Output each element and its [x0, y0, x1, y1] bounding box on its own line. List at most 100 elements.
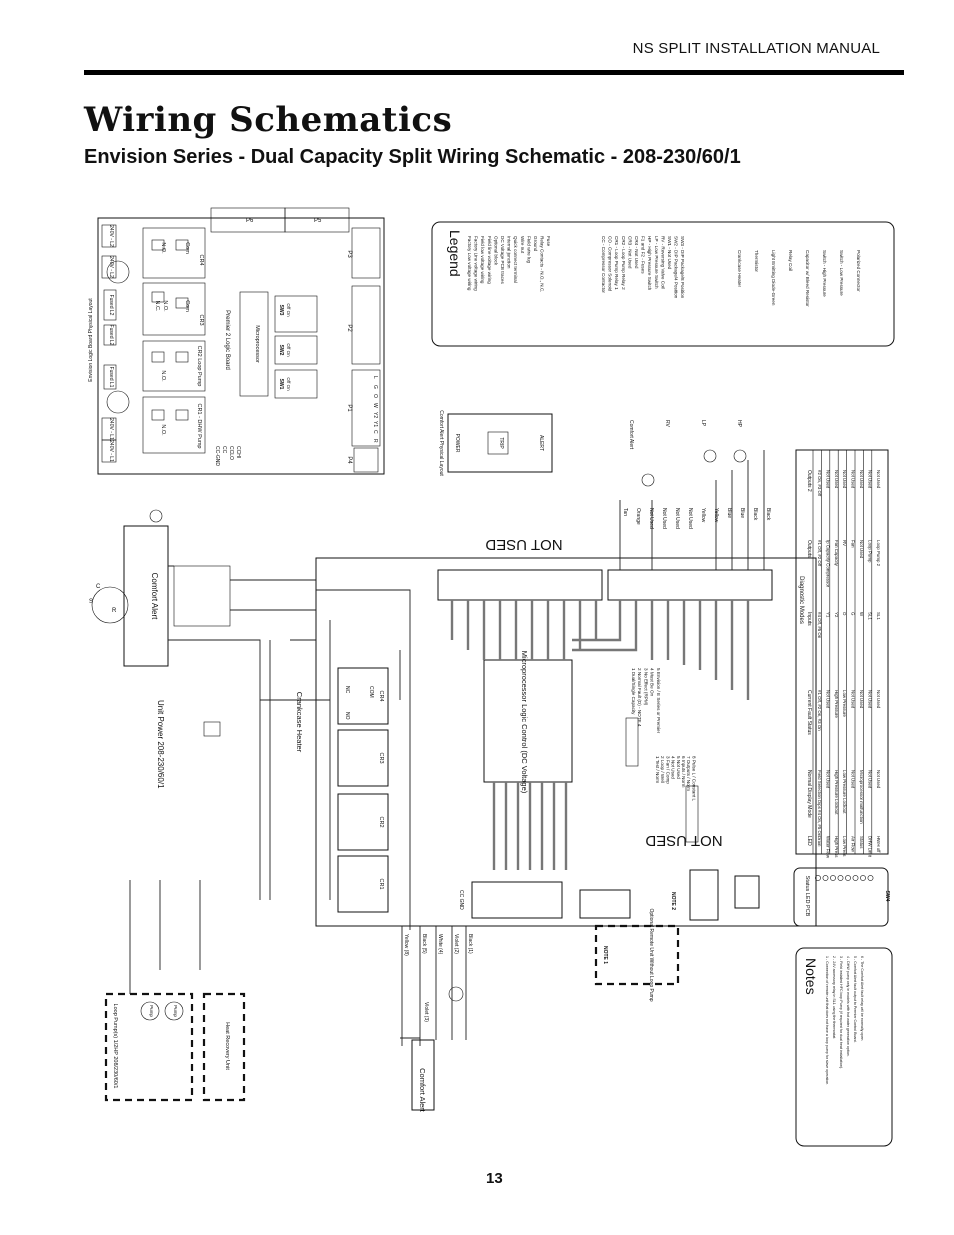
relay-no-label: N.O.	[162, 300, 168, 312]
not-used-label: NOT USED	[645, 832, 722, 849]
comfort-alert-physical-layout: Comfort Alert Physical Layout POWER TRIP…	[438, 410, 553, 476]
dip-switch-sw1	[274, 369, 318, 399]
relay-label: CR4	[378, 690, 384, 701]
optional-remote-label: Optional Remote Unit Without Loop Pump	[648, 908, 654, 1001]
right-wire-label: Blue	[739, 508, 745, 518]
diagnostic-column-header: Outputs 2	[806, 470, 812, 492]
comfort-alert-led-icon	[448, 986, 464, 1002]
relay-block	[142, 340, 206, 392]
diagnostic-cell: Not Used	[859, 540, 864, 559]
compressor-terminal: R	[112, 608, 117, 614]
diagnostic-cell: Not Used	[867, 690, 872, 709]
status-pcb-title: Status LED PCB	[804, 876, 810, 917]
legend-item: Wire nut	[520, 236, 525, 254]
diagnostic-cell: SL1	[867, 612, 872, 620]
diagnostic-cell: #2 On, #3 Off	[817, 470, 822, 497]
right-wire-label: Blue	[726, 508, 732, 518]
dip-switch-sw2	[274, 335, 318, 365]
p1-terminal: O	[372, 394, 378, 398]
loop-pump-label: Loop Pump(s) 1/2HP 208/230/60/1	[112, 1004, 118, 1089]
status-led-icon	[822, 875, 829, 881]
physical-layout-board: Envision Logic Board Physical Layout 240…	[88, 207, 385, 475]
diagnostic-cell: Loop Pump	[867, 540, 872, 563]
relay-contact-label: CC-GND	[214, 446, 220, 466]
note-item: 2 - 24V accessory relay in SL1 using the…	[832, 956, 836, 1039]
p1-terminal: W	[372, 403, 378, 408]
legend-title: Legend	[447, 230, 463, 277]
legend-symbol: Polarized Connector	[856, 250, 861, 292]
diagnostic-cell: #1 Off, #2 On, #3 On	[817, 690, 822, 731]
relay-com-label: Com	[184, 242, 190, 254]
right-component-label: RV	[664, 420, 670, 428]
lp-switch-icon	[703, 449, 717, 463]
diagnostic-cell: Loop Pump 2	[876, 540, 881, 567]
legend-abbreviation: CR4 - Not Used	[634, 236, 639, 269]
microprocessor-label: Microprocessor Logic Control (DC Voltage…	[520, 651, 529, 794]
pump-icon	[140, 1001, 160, 1021]
sw3-setting: 1 Dual/Single Capacity	[631, 668, 636, 715]
sw2-setting: 5 Not Used	[676, 756, 681, 779]
note-item: 1 - Connection of remote unit that does …	[825, 956, 829, 1085]
compressor-terminal: C	[96, 584, 101, 590]
field-wire-label: Violet (3)	[423, 1002, 429, 1022]
diagnostic-cell: Y2	[834, 612, 839, 618]
relay-block	[142, 282, 206, 336]
fuse-label: Fused L2	[108, 295, 114, 316]
off-on-label: Off On	[286, 377, 291, 391]
legend-abbreviation: CR3 - Not Used	[627, 236, 632, 269]
diagnostic-cell: Not Used	[867, 770, 872, 789]
comfort-alert-label: Comfort Alert	[150, 573, 159, 620]
pump-label: Pump	[173, 1005, 178, 1017]
legend-abbreviation: CR1 - Loop Pump Relay 1	[614, 236, 619, 290]
sw2-setting: 7 Outputs / Norm	[686, 756, 691, 791]
connector-label: P1	[346, 404, 352, 412]
diagnostic-cell: Drain	[817, 836, 822, 847]
diagnostic-cell: O	[842, 612, 847, 616]
comfort-alert-terminal: ALERT	[538, 435, 544, 451]
status-led-icon	[852, 875, 859, 881]
manual-header: NS SPLIT INSTALLATION MANUAL	[632, 40, 880, 57]
right-wire-label: Black	[752, 508, 758, 521]
notes-box: Notes 1 - Connection of remote unit that…	[795, 947, 893, 1147]
connector-label: P5	[314, 218, 322, 224]
diagnostic-cell: HWH off	[876, 836, 881, 853]
relay-name: CR1 - DHW Pump	[196, 404, 202, 449]
heat-recovery-label: Heat Recovery Unit	[224, 1022, 230, 1070]
diagnostic-cell: Microprocessor malfunction	[859, 770, 864, 824]
diagnostic-cell: Not Used	[825, 470, 830, 489]
relay-no-label: N.O.	[160, 424, 166, 436]
off-on-label: Off On	[286, 303, 291, 317]
off-on-label: Off On	[286, 343, 291, 357]
terminal-label: 240V - L2	[108, 225, 114, 247]
diagnostic-title: Diagnostic Modes	[798, 576, 804, 624]
relay-name: CR4	[198, 254, 204, 265]
comfort-alert-terminal: POWER	[454, 434, 460, 453]
diagnostic-cell: Field Selection Dips #4 On, #5 On	[817, 770, 822, 837]
note-item: 3 - Field installed HFC loop Pump (if re…	[839, 956, 843, 1069]
switch-label: SW3	[278, 305, 284, 316]
relay-no-label: N.O.	[160, 370, 166, 382]
legend-item: Factory Line voltage wiring	[474, 236, 479, 291]
notes-title: Notes	[803, 958, 819, 995]
status-led-icon	[815, 875, 821, 881]
switch-label: SW2	[278, 345, 284, 356]
diagnostic-cell: Not Used	[842, 470, 847, 489]
legend-abbreviation: SW3 - DIP Package/8 Position	[680, 236, 685, 299]
legend-abbreviation: LP - Low Pressure Switch	[654, 236, 659, 289]
relay-label: CR1	[378, 878, 384, 889]
board-name: Premier 2 Logic Board	[224, 310, 230, 370]
diagnostic-cell: High Pressure Lockout	[834, 770, 839, 815]
relay-name: CR2 Loop Pump	[196, 346, 202, 387]
p1-terminal: R	[372, 439, 378, 443]
comfort-alert-field-label: Comfort Alert	[418, 1068, 427, 1113]
sw2-setting: 6 Inputs / Norm	[681, 756, 686, 788]
diagnostic-cell: Y1	[825, 612, 830, 618]
main-schematic: Comfort Alert C S R Unit Power 208-230/6…	[89, 420, 817, 1113]
legend-item: Ground	[533, 236, 538, 252]
legend-item: DC Voltage PCB traces	[500, 236, 505, 284]
right-wire-label: Black	[765, 508, 771, 521]
legend-abbreviation: F1 and F2 - Fuses	[641, 236, 646, 274]
sw3-setting: 3 No Effect (RPM)	[643, 668, 648, 706]
